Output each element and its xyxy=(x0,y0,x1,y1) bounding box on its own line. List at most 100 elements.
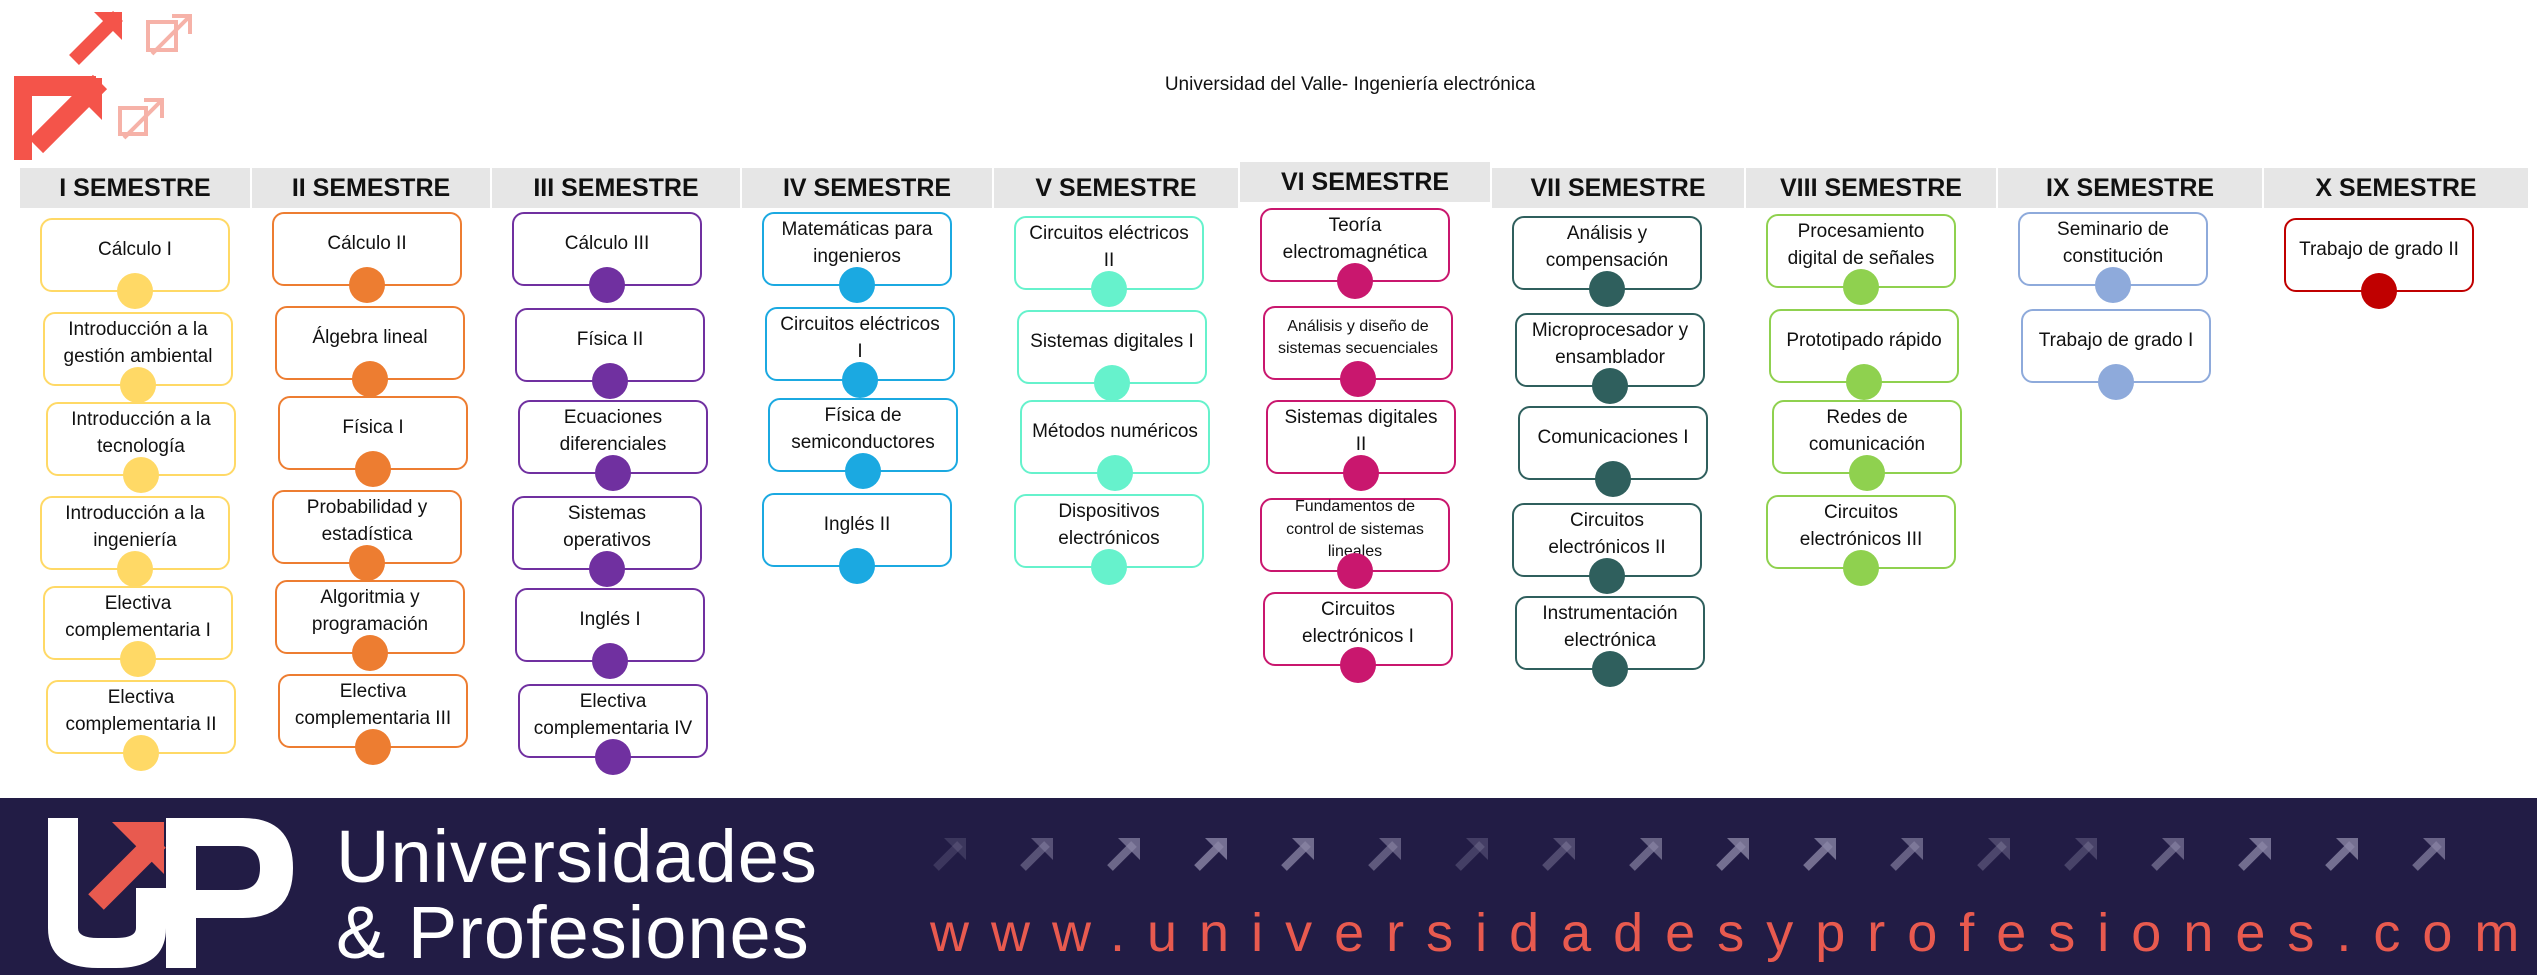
course-box: Teoría electromagnética xyxy=(1260,208,1450,299)
course-box: Instrumentación electrónica xyxy=(1515,596,1705,687)
course-box: Cálculo I xyxy=(40,218,230,309)
course-name: Sistemas operativos xyxy=(563,503,651,551)
course-dot xyxy=(120,641,156,677)
course-name: Circuitos electrónicos II xyxy=(1548,510,1666,558)
semester-header: I SEMESTRE xyxy=(20,168,250,208)
course-name: Análisis y diseño de sistemas secuencial… xyxy=(1277,317,1439,357)
course-name: Electiva complementaria III xyxy=(294,681,452,729)
course-name: Circuitos electrónicos III xyxy=(1799,502,1923,550)
course-name: Introducción a la ingeniería xyxy=(65,503,205,551)
course-name: Comunicaciones I xyxy=(1537,426,1689,448)
course-dot xyxy=(592,363,628,399)
course-name: Circuitos electrónicos I xyxy=(1302,599,1414,647)
course-box: Algoritmia y programación xyxy=(275,580,465,671)
semester-header: II SEMESTRE xyxy=(252,168,490,208)
course-dot xyxy=(592,643,628,679)
course-box: Sistemas operativos xyxy=(512,496,702,587)
course-dot xyxy=(1340,361,1376,397)
course-name: Instrumentación electrónica xyxy=(1542,603,1678,651)
semester-header: IX SEMESTRE xyxy=(1998,168,2262,208)
course-box: Inglés I xyxy=(515,588,705,679)
course-dot xyxy=(1592,651,1628,687)
course-dot xyxy=(1846,364,1882,400)
course-dot xyxy=(349,267,385,303)
course-box: Análisis y compensación xyxy=(1512,216,1702,307)
course-name: Algoritmia y programación xyxy=(311,587,429,635)
footer-arrow-icon xyxy=(2238,838,2271,871)
course-name: Electiva complementaria I xyxy=(65,593,211,641)
footer-arrow-icon xyxy=(1542,838,1575,871)
course-dot xyxy=(349,545,385,581)
course-dot xyxy=(589,267,625,303)
footer-arrow-icon xyxy=(1803,838,1836,871)
course-dot xyxy=(2361,273,2397,309)
course-dot xyxy=(352,361,388,397)
course-dot xyxy=(120,367,156,403)
course-dot xyxy=(123,735,159,771)
course-box: Redes de comunicación xyxy=(1772,400,1962,491)
course-dot xyxy=(1595,461,1631,497)
course-name: Fundamentos de control de sistemas linea… xyxy=(1286,498,1424,561)
course-box: Electiva complementaria IV xyxy=(518,684,708,775)
course-box: Ecuaciones diferenciales xyxy=(518,400,708,491)
footer-arrow-icon xyxy=(2412,838,2445,871)
semester-header: VIII SEMESTRE xyxy=(1746,168,1996,208)
course-name: Física de semiconductores xyxy=(791,405,935,453)
footer-arrow-icon xyxy=(1629,838,1662,871)
course-name: Microprocesador y ensamblador xyxy=(1531,320,1689,368)
course-dot xyxy=(355,451,391,487)
footer-arrow-icon xyxy=(1107,838,1140,871)
course-dot xyxy=(1340,647,1376,683)
course-box: Matemáticas para ingenieros xyxy=(762,212,952,303)
course-box: Introducción a la ingeniería xyxy=(40,496,230,587)
course-box: Física I xyxy=(278,396,468,487)
course-dot xyxy=(1843,550,1879,586)
footer-banner: Universidades & Profesiones www.universi… xyxy=(0,798,2537,975)
course-name: Introducción a la tecnología xyxy=(71,409,211,457)
course-name: Dispositivos electrónicos xyxy=(1058,501,1160,549)
footer-brand-line2: & Profesiones xyxy=(336,891,810,974)
course-dot xyxy=(2095,267,2131,303)
course-box: Circuitos eléctricos I xyxy=(765,307,955,398)
arrow-logo-icon xyxy=(14,11,192,160)
course-box: Física II xyxy=(515,308,705,399)
course-box: Circuitos electrónicos III xyxy=(1766,495,1956,586)
course-box: Circuitos electrónicos II xyxy=(1512,503,1702,594)
course-box: Electiva complementaria I xyxy=(43,586,233,677)
course-name: Procesamiento digital de señales xyxy=(1787,221,1935,269)
course-box: Introducción a la tecnología xyxy=(46,402,236,493)
semester-column: VIII SEMESTRE Procesamiento digital de se… xyxy=(1746,168,1996,788)
course-name: Física I xyxy=(342,416,404,438)
course-box: Electiva complementaria III xyxy=(278,674,468,765)
page-title: Universidad del Valle- Ingeniería electr… xyxy=(1164,74,1536,95)
course-name: Probabilidad y estadística xyxy=(306,497,428,545)
semester-header: IV SEMESTRE xyxy=(742,168,992,208)
course-dot xyxy=(589,551,625,587)
course-dot xyxy=(839,267,875,303)
course-box: Métodos numéricos xyxy=(1020,400,1210,491)
course-box: Introducción a la gestión ambiental xyxy=(43,312,233,403)
course-box: Microprocesador y ensamblador xyxy=(1515,313,1705,404)
arrow-logo-outline-icon xyxy=(118,14,192,140)
course-box: Trabajo de grado II xyxy=(2284,218,2474,309)
course-dot xyxy=(1097,455,1133,491)
footer-arrow-icon xyxy=(2325,838,2358,871)
course-name: Inglés I xyxy=(579,608,641,630)
course-name: Inglés II xyxy=(823,513,891,535)
course-name: Cálculo III xyxy=(564,232,650,254)
course-dot xyxy=(352,635,388,671)
semester-header: III SEMESTRE xyxy=(492,168,740,208)
course-dot xyxy=(1337,263,1373,299)
course-name: Matemáticas para ingenieros xyxy=(781,219,933,267)
course-box: Comunicaciones I xyxy=(1518,406,1708,497)
course-box: Sistemas digitales II xyxy=(1266,400,1456,491)
footer-brand: Universidades & Profesiones xyxy=(336,820,818,972)
course-dot xyxy=(1091,271,1127,307)
course-box: Procesamiento digital de señales xyxy=(1766,214,1956,305)
course-box: Dispositivos electrónicos xyxy=(1014,494,1204,585)
